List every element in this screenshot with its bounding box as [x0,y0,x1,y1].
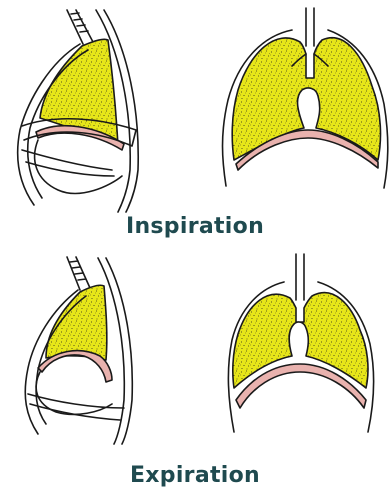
lung-fill [232,38,380,160]
expiration-front-view [228,254,373,432]
lung-fill [233,293,368,388]
inspiration-label: Inspiration [0,214,390,239]
expiration-side-view [25,257,132,444]
rib-band [28,394,124,420]
trachea [67,10,93,44]
trachea [67,257,90,290]
trachea [306,8,314,46]
inspiration-front-view [223,8,388,188]
inspiration-side-view [18,10,139,212]
expiration-label: Expiration [0,463,390,488]
lung-fill [46,285,107,360]
trachea [296,254,304,300]
